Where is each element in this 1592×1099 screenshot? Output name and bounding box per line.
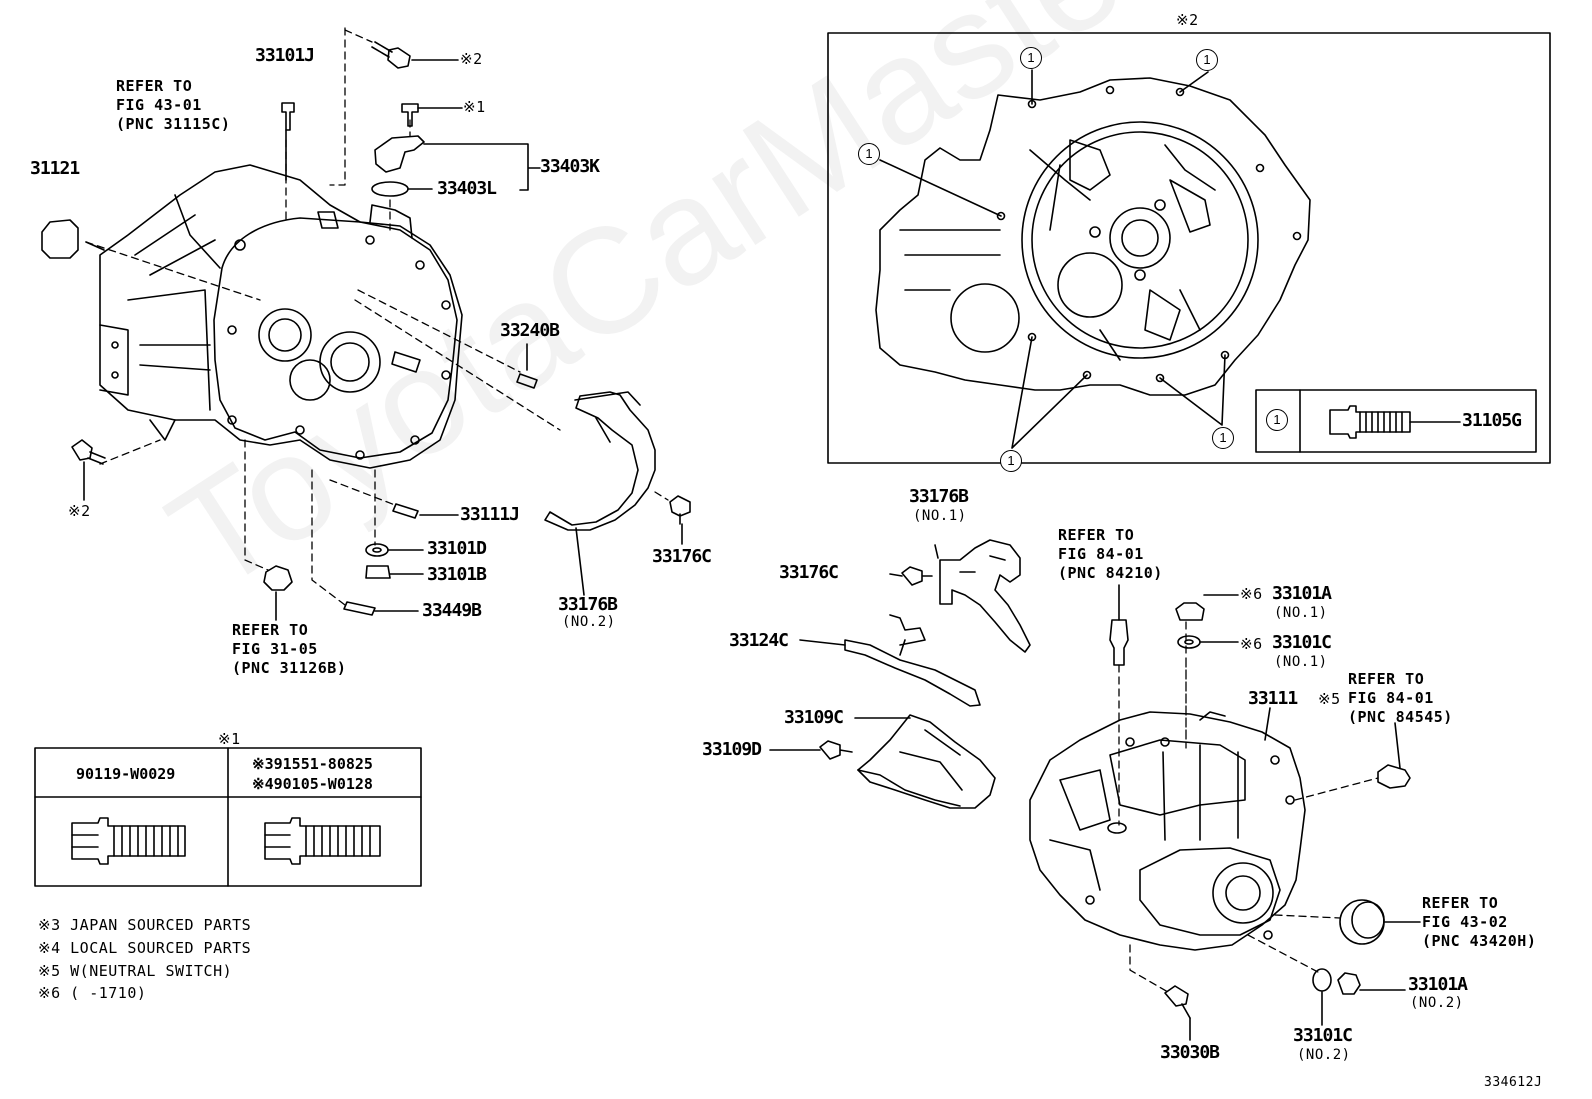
label-33403L: 33403L (437, 178, 497, 199)
sublabel-no2-a: (NO.2) (562, 614, 616, 630)
part-84545 (1377, 764, 1411, 789)
sublabel-no1-a: (NO.1) (913, 508, 967, 524)
label-33101A-no1: 33101A (1272, 583, 1332, 604)
label-33101A-no2: 33101A (1408, 974, 1468, 995)
case-front-view (875, 77, 1311, 396)
part-33101C-no2 (1312, 968, 1332, 992)
circle-1-callout: 1 (1196, 49, 1218, 71)
label-31105G: 31105G (1462, 410, 1522, 431)
mark-5: ※5 (1318, 690, 1341, 708)
label-33403K: 33403K (540, 156, 600, 177)
label-33176C-left: 33176C (652, 546, 712, 567)
mark-6-b: ※6 (1240, 635, 1263, 653)
label-33176B-no1: 33176B (909, 486, 969, 507)
label-33109C: 33109C (784, 707, 844, 728)
part-bolt-top (371, 41, 411, 69)
circle-1-callout: 1 (1212, 427, 1234, 449)
part-33240B (516, 373, 538, 389)
label-33101D: 33101D (427, 538, 487, 559)
part-33101A-no1 (1175, 602, 1205, 621)
mark-1-top: ※1 (463, 98, 486, 116)
bolt-91551-80825 (264, 817, 381, 865)
sublabel-no2-b: (NO.2) (1410, 995, 1464, 1011)
bolt-31105G (1329, 405, 1411, 439)
part-33101B (365, 565, 391, 579)
bolt-90119-W0029 (71, 817, 186, 865)
circle-1-callout: 1 (858, 143, 880, 165)
circle-1-callout: 1 (1020, 47, 1042, 69)
ref-fig-43-02: REFER TO FIG 43-02 (PNC 43420H) (1422, 894, 1537, 950)
circle-1-legend: 1 (1266, 409, 1288, 431)
label-33101J: 33101J (255, 45, 315, 66)
mark-2-top: ※2 (460, 50, 483, 68)
label-33111J: 33111J (460, 504, 520, 525)
part-33030B (1164, 985, 1191, 1019)
label-31121: 31121 (30, 158, 80, 179)
circle-1-callout: 1 (1000, 450, 1022, 472)
part-33176C-b (901, 566, 933, 586)
label-33176B-no2: 33176B (558, 594, 618, 615)
label-33449B: 33449B (422, 600, 482, 621)
bolt-table-col2-line2: ※490105-W0128 (252, 775, 373, 793)
label-33109D: 33109D (702, 739, 762, 760)
part-33101A-no2 (1337, 972, 1361, 995)
transmission-case (1029, 711, 1306, 951)
label-33111: 33111 (1248, 688, 1298, 709)
footnote-4: ※4 LOCAL SOURCED PARTS (38, 939, 252, 957)
part-33111J (392, 503, 419, 519)
ref-fig-84-01-a: REFER TO FIG 84-01 (PNC 84210) (1058, 526, 1163, 582)
sublabel-no1-c: (NO.1) (1274, 654, 1328, 670)
part-33403L (371, 181, 409, 197)
part-33176C-a (669, 495, 691, 525)
part-33403K (374, 135, 425, 173)
ref-fig-43-01: REFER TO FIG 43-01 (PNC 31115C) (116, 77, 231, 133)
figure-id: 334612J (1484, 1075, 1543, 1090)
part-31126B (263, 565, 293, 591)
mark-1-table: ※1 (218, 730, 241, 748)
part-33449B (343, 601, 376, 616)
sublabel-no1-b: (NO.1) (1274, 605, 1328, 621)
ref-fig-31-05: REFER TO FIG 31-05 (PNC 31126B) (232, 621, 347, 677)
part-33101C-no1 (1177, 635, 1201, 649)
part-33176B-no2 (544, 391, 656, 531)
part-bolt-1 (401, 103, 419, 127)
label-33101C-no1: 33101C (1272, 632, 1332, 653)
bolt-table-col1: 90119-W0029 (76, 765, 176, 783)
bolt-table-col2-line1: ※391551-80825 (252, 755, 373, 773)
footnote-3: ※3 JAPAN SOURCED PARTS (38, 916, 252, 934)
mark-2-left: ※2 (68, 502, 91, 520)
mark-2-box: ※2 (1176, 11, 1199, 29)
part-33176B-no1 (939, 539, 1031, 653)
label-33101B: 33101B (427, 564, 487, 585)
part-33109D (819, 740, 853, 760)
mark-6-a: ※6 (1240, 585, 1263, 603)
part-33124C (844, 639, 981, 707)
label-33030B: 33030B (1160, 1042, 1220, 1063)
part-bolt-left (71, 439, 106, 465)
footnote-6: ※6 ( -1710) (38, 984, 147, 1002)
sublabel-no2-c: (NO.2) (1297, 1047, 1351, 1063)
label-33240B: 33240B (500, 320, 560, 341)
ref-fig-84-01-b: REFER TO FIG 84-01 (PNC 84545) (1348, 670, 1453, 726)
part-33101D (365, 543, 389, 557)
part-84210 (1109, 619, 1129, 666)
part-33101J (281, 102, 295, 131)
bolt-location-box (827, 32, 1551, 464)
part-31121 (41, 219, 79, 259)
label-33176C-right: 33176C (779, 562, 839, 583)
label-33124C: 33124C (729, 630, 789, 651)
label-33101C-no2: 33101C (1293, 1025, 1353, 1046)
footnote-5: ※5 W(NEUTRAL SWITCH) (38, 962, 233, 980)
transaxle-housing (99, 164, 463, 469)
part-33109C (857, 714, 996, 809)
